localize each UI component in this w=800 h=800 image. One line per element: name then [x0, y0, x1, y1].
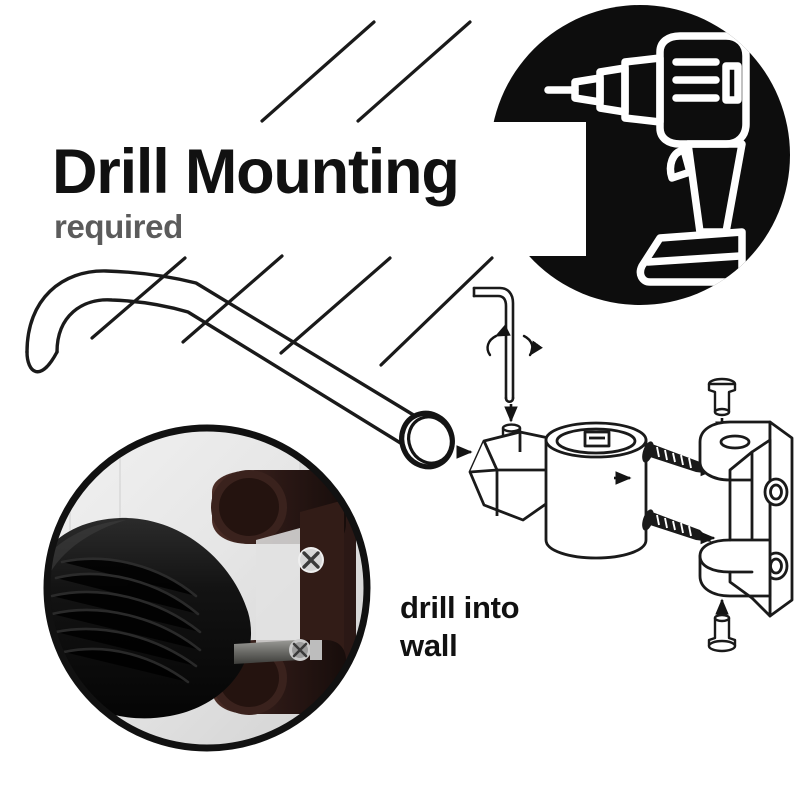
curved-rod-drawing	[25, 254, 494, 470]
bracket-column	[300, 500, 344, 686]
upper-hanging-rails	[260, 20, 472, 123]
page-title: Drill Mounting	[52, 137, 459, 207]
callout-line-2: wall	[399, 628, 457, 663]
drill-badge	[455, 5, 790, 305]
set-screw	[707, 613, 737, 653]
callout-line-1: drill into	[400, 590, 519, 625]
mounting-screw	[298, 547, 324, 573]
wall-bracket	[698, 420, 794, 618]
cylinder-sleeve	[544, 421, 648, 560]
badge-title-notch	[455, 122, 586, 256]
rod-tube-opening	[399, 410, 455, 470]
rotate-arrows	[486, 324, 543, 357]
rod-end-connector	[468, 430, 565, 522]
rod-upper-contour	[25, 269, 432, 427]
rod-lower-contour	[55, 298, 422, 457]
set-screw-rod	[234, 639, 322, 664]
rod-hanging-rails	[90, 254, 494, 367]
wood-screw	[642, 441, 712, 542]
page-subtitle: required	[54, 208, 183, 245]
rod-left-cap	[25, 350, 59, 374]
set-screw	[707, 377, 737, 417]
photo-inset-ring	[43, 424, 371, 752]
hex-key	[472, 286, 515, 404]
